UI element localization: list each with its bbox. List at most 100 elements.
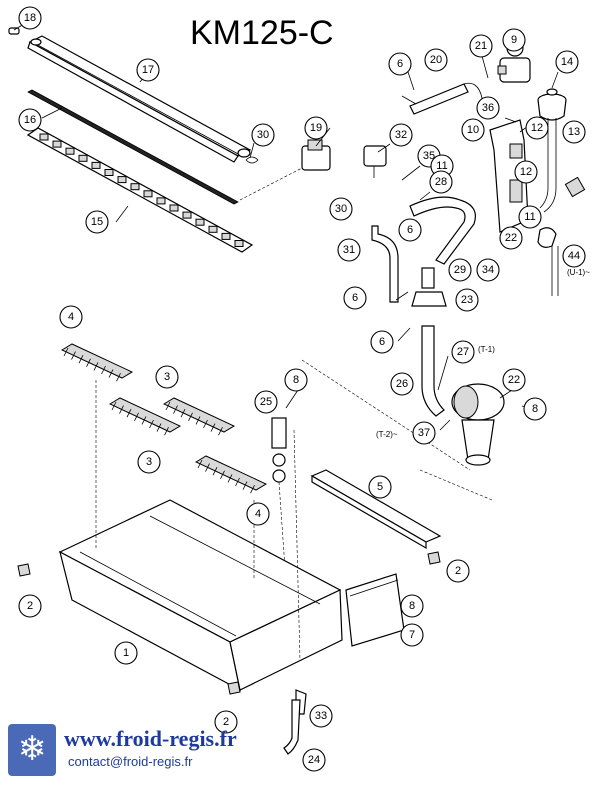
frame-rail-drawing bbox=[27, 35, 252, 163]
callout-number: 30 bbox=[335, 203, 347, 215]
callout-c6c: 6 bbox=[343, 286, 367, 310]
callout-c24: 24 bbox=[302, 748, 326, 772]
callout-c36: 36 bbox=[476, 96, 500, 120]
callout-c27: 27 bbox=[451, 340, 475, 364]
callout-c34: 34 bbox=[476, 258, 500, 282]
callout-number: 15 bbox=[91, 216, 103, 228]
callout-c15: 15 bbox=[85, 210, 109, 234]
callout-number: 6 bbox=[352, 292, 358, 304]
callout-c2a: 2 bbox=[18, 594, 42, 618]
callout-number: 8 bbox=[409, 600, 415, 612]
callout-c28: 28 bbox=[429, 170, 453, 194]
callout-c1: 1 bbox=[114, 641, 138, 665]
callout-c22a: 22 bbox=[499, 226, 523, 250]
callout-number: 2 bbox=[27, 600, 33, 612]
callout-number: 22 bbox=[505, 232, 517, 244]
callout-c21: 21 bbox=[469, 34, 493, 58]
callout-c14: 14 bbox=[555, 50, 579, 74]
note-u1: (U-1)~ bbox=[567, 268, 590, 277]
curtains-drawing bbox=[60, 343, 268, 494]
callout-c3a: 3 bbox=[155, 365, 179, 389]
callout-number: 9 bbox=[511, 34, 517, 46]
callout-c4b: 4 bbox=[246, 502, 270, 526]
clip-drawing bbox=[245, 156, 259, 164]
callout-number: 22 bbox=[508, 374, 520, 386]
svg-text:❄: ❄ bbox=[18, 729, 47, 769]
callout-c30a: 30 bbox=[251, 123, 275, 147]
callout-c13: 13 bbox=[562, 120, 586, 144]
float-cup-drawing bbox=[537, 88, 567, 121]
callout-c23: 23 bbox=[455, 288, 479, 312]
callout-number: 6 bbox=[407, 224, 413, 236]
callout-c20: 20 bbox=[424, 48, 448, 72]
callout-number: 2 bbox=[455, 565, 461, 577]
callout-number: 25 bbox=[260, 396, 272, 408]
callout-c16: 16 bbox=[18, 108, 42, 132]
spray-comb-drawing bbox=[26, 127, 254, 253]
bracket-drawing bbox=[489, 119, 529, 233]
note-t2: (T-2)~ bbox=[376, 430, 398, 439]
website-link[interactable]: www.froid-regis.fr bbox=[64, 726, 237, 751]
callout-number: 5 bbox=[377, 481, 383, 493]
callout-c11b: 11 bbox=[518, 205, 542, 229]
callout-number: 12 bbox=[520, 166, 532, 178]
callout-c2b: 2 bbox=[446, 559, 470, 583]
callout-c8a: 8 bbox=[284, 368, 308, 392]
callout-number: 19 bbox=[310, 122, 322, 134]
callout-c33: 33 bbox=[309, 704, 333, 728]
callout-c26: 26 bbox=[390, 372, 414, 396]
thin-rod-drawing bbox=[27, 89, 239, 205]
drain-hose-drawing bbox=[283, 699, 301, 755]
hose-13-drawing bbox=[539, 118, 586, 213]
hose-26-drawing bbox=[421, 325, 445, 417]
callout-number: 24 bbox=[308, 754, 320, 766]
callout-number: 6 bbox=[397, 58, 403, 70]
callout-number: 35 bbox=[423, 150, 435, 162]
callout-c6a: 6 bbox=[388, 52, 412, 76]
callout-number: 14 bbox=[561, 56, 573, 68]
callout-number: 31 bbox=[343, 244, 355, 256]
callout-number: 27 bbox=[457, 346, 469, 358]
callout-number: 30 bbox=[257, 129, 269, 141]
callout-c8c: 8 bbox=[400, 594, 424, 618]
callout-c32: 32 bbox=[389, 123, 413, 147]
callout-c4a: 4 bbox=[59, 305, 83, 329]
snowflake-logo: ❄ bbox=[8, 724, 56, 776]
tube-29-23-drawing bbox=[411, 267, 447, 307]
hose-28-34-drawing bbox=[409, 196, 476, 265]
callout-number: 32 bbox=[395, 129, 407, 141]
callout-c6d: 6 bbox=[370, 330, 394, 354]
callout-number: 26 bbox=[396, 378, 408, 390]
callout-c19: 19 bbox=[304, 116, 328, 140]
callout-c10: 10 bbox=[461, 118, 485, 142]
callout-number: 8 bbox=[532, 403, 538, 415]
callout-c12b: 12 bbox=[514, 160, 538, 184]
callout-number: 11 bbox=[524, 211, 535, 223]
pump-motor-drawing bbox=[451, 383, 505, 466]
callout-number: 13 bbox=[568, 126, 580, 138]
callout-c18: 18 bbox=[18, 6, 42, 30]
callout-c44: 44 bbox=[562, 244, 586, 268]
diagram-title: KM125-C bbox=[190, 14, 334, 52]
valve-drawing bbox=[239, 139, 331, 201]
contact-email[interactable]: contact@froid-regis.fr bbox=[68, 754, 193, 769]
callout-number: 21 bbox=[475, 40, 487, 52]
valve-32-drawing bbox=[363, 145, 387, 178]
callout-number: 4 bbox=[255, 508, 261, 520]
note-t1: (T-1) bbox=[478, 345, 495, 354]
callout-number: 1 bbox=[123, 647, 129, 659]
callout-number: 20 bbox=[430, 54, 442, 66]
callout-number: 8 bbox=[293, 374, 299, 386]
callout-number: 12 bbox=[531, 122, 543, 134]
callout-number: 7 bbox=[409, 629, 415, 641]
callout-c22b: 22 bbox=[502, 368, 526, 392]
callout-c7: 7 bbox=[400, 623, 424, 647]
callout-number: 34 bbox=[482, 264, 494, 276]
callout-c9: 9 bbox=[502, 28, 526, 52]
callout-c8b: 8 bbox=[523, 397, 547, 421]
callout-number: 37 bbox=[418, 427, 430, 439]
callout-c12a: 12 bbox=[525, 116, 549, 140]
callout-number: 29 bbox=[454, 264, 466, 276]
side-cover-drawing bbox=[345, 573, 405, 647]
